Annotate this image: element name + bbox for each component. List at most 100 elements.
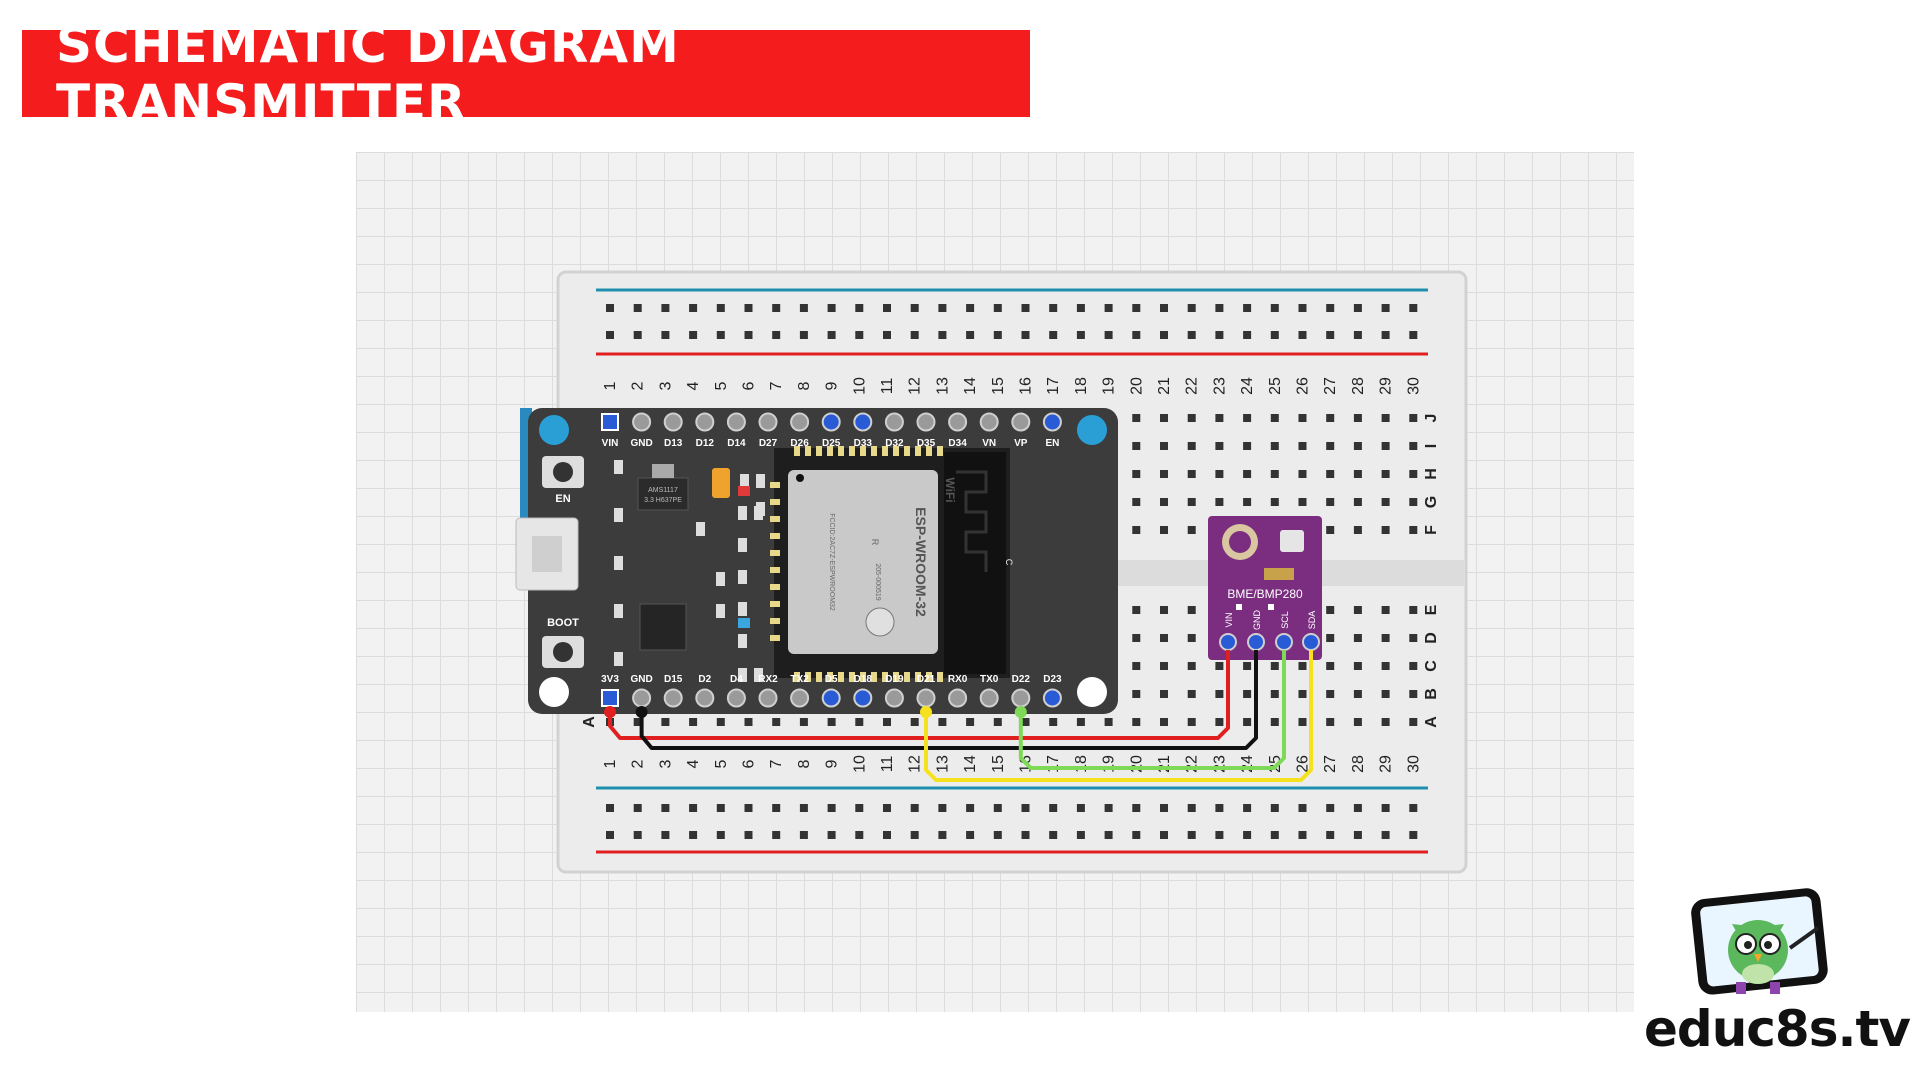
esp-pin-bottom [916, 688, 936, 708]
rail-hole [966, 304, 975, 312]
terminal-hole [1353, 470, 1362, 478]
rail-hole [966, 831, 975, 839]
esp-pin-label-top: VP [1014, 438, 1028, 449]
rail-hole [744, 831, 753, 839]
terminal-hole [827, 718, 836, 726]
rail-hole [1353, 331, 1362, 339]
rail-hole [1298, 304, 1307, 312]
rail-hole [883, 304, 891, 312]
module-pad [926, 672, 932, 682]
terminal-hole [1215, 662, 1224, 670]
row-letter: D [1423, 632, 1440, 644]
wire-vin-red [608, 650, 1230, 740]
terminal-hole [1298, 414, 1307, 422]
column-number-top: 9 [824, 381, 841, 390]
terminal-hole [1160, 606, 1168, 614]
terminal-hole [1160, 526, 1168, 534]
esp-pin-label-bottom: TX0 [980, 674, 999, 685]
module-pad [805, 672, 811, 682]
column-number-bottom: 7 [768, 759, 785, 768]
column-number-top: 26 [1295, 377, 1312, 395]
esp-pin-bottom [948, 688, 968, 708]
column-number-bottom: 27 [1322, 755, 1339, 773]
smd-component [740, 474, 749, 488]
column-number-bottom: 29 [1378, 755, 1395, 773]
module-pad [882, 672, 888, 682]
column-number-top: 2 [630, 381, 647, 390]
smd-component [614, 604, 623, 618]
terminal-hole [1298, 442, 1307, 450]
terminal-hole [1381, 498, 1390, 506]
rail-hole [1409, 804, 1418, 812]
rail-hole [1298, 831, 1307, 839]
smd-component [754, 668, 763, 682]
mount-hole-icon [539, 415, 569, 445]
column-number-bottom: 15 [990, 755, 1007, 773]
smd-component [756, 474, 765, 488]
rail-hole [1270, 331, 1279, 339]
column-number-bottom: 2 [630, 759, 647, 768]
esp-pin-top [1042, 412, 1062, 432]
esp-pin-top [695, 412, 715, 432]
column-number-top: 14 [962, 377, 979, 395]
rail-hole [1215, 831, 1224, 839]
esp-pin-top [601, 413, 619, 431]
column-number-top: 22 [1184, 377, 1201, 395]
column-number-bottom: 13 [934, 755, 951, 773]
esp-pin-top [632, 412, 652, 432]
rail-hole [661, 804, 670, 812]
module-pad [770, 635, 780, 641]
column-number-top: 11 [879, 378, 896, 395]
rail-hole [910, 804, 919, 812]
rail-hole [744, 331, 753, 339]
terminal-hole [1381, 526, 1390, 534]
smd-component [738, 538, 747, 552]
esp-pin-label-top: D34 [948, 438, 967, 449]
rail-hole [1021, 304, 1030, 312]
boot-button-knob [553, 642, 573, 662]
terminal-hole [1049, 718, 1058, 726]
module-pad [849, 672, 855, 682]
esp-pin-bottom [884, 688, 904, 708]
rail-hole [1104, 831, 1113, 839]
rail-hole [1298, 804, 1307, 812]
esp-pin-label-top: D13 [664, 438, 683, 449]
terminal-hole [1326, 690, 1335, 698]
terminal-hole [1132, 470, 1141, 478]
column-number-bottom: 10 [851, 755, 868, 773]
module-pad [904, 446, 910, 456]
esp-pin-top [1011, 412, 1031, 432]
terminal-hole [910, 718, 919, 726]
terminal-hole [1243, 470, 1252, 478]
terminal-hole [1298, 718, 1307, 726]
terminal-hole [1243, 498, 1252, 506]
esp-pin-top [853, 412, 873, 432]
rail-hole [1132, 831, 1141, 839]
terminal-hole [1409, 718, 1418, 726]
antenna-trace-icon [956, 470, 988, 572]
terminal-hole [772, 718, 781, 726]
rail-hole [689, 831, 698, 839]
terminal-hole [1270, 470, 1279, 478]
regulator-label-2: 3.3 H637PE [644, 497, 682, 504]
esp-pin-label-bottom: RX0 [948, 674, 968, 685]
terminal-hole [1409, 606, 1418, 614]
rail-hole [1187, 804, 1196, 812]
rail-hole [938, 831, 947, 839]
smd-component [754, 506, 763, 520]
terminal-hole [1298, 470, 1307, 478]
column-number-top: 4 [685, 381, 702, 390]
rail-hole [1326, 831, 1335, 839]
module-pad [926, 446, 932, 456]
rail-hole [606, 331, 614, 339]
column-number-top: 17 [1045, 377, 1062, 395]
rail-hole [827, 831, 836, 839]
wire-sda-yellow [924, 650, 1313, 782]
sensor-mount-hole-inner [1229, 531, 1251, 553]
boot-label: BOOT [547, 617, 579, 629]
terminal-hole [1270, 662, 1279, 670]
terminal-hole [1187, 414, 1196, 422]
rail-hole [606, 804, 614, 812]
rail-hole [1215, 804, 1224, 812]
